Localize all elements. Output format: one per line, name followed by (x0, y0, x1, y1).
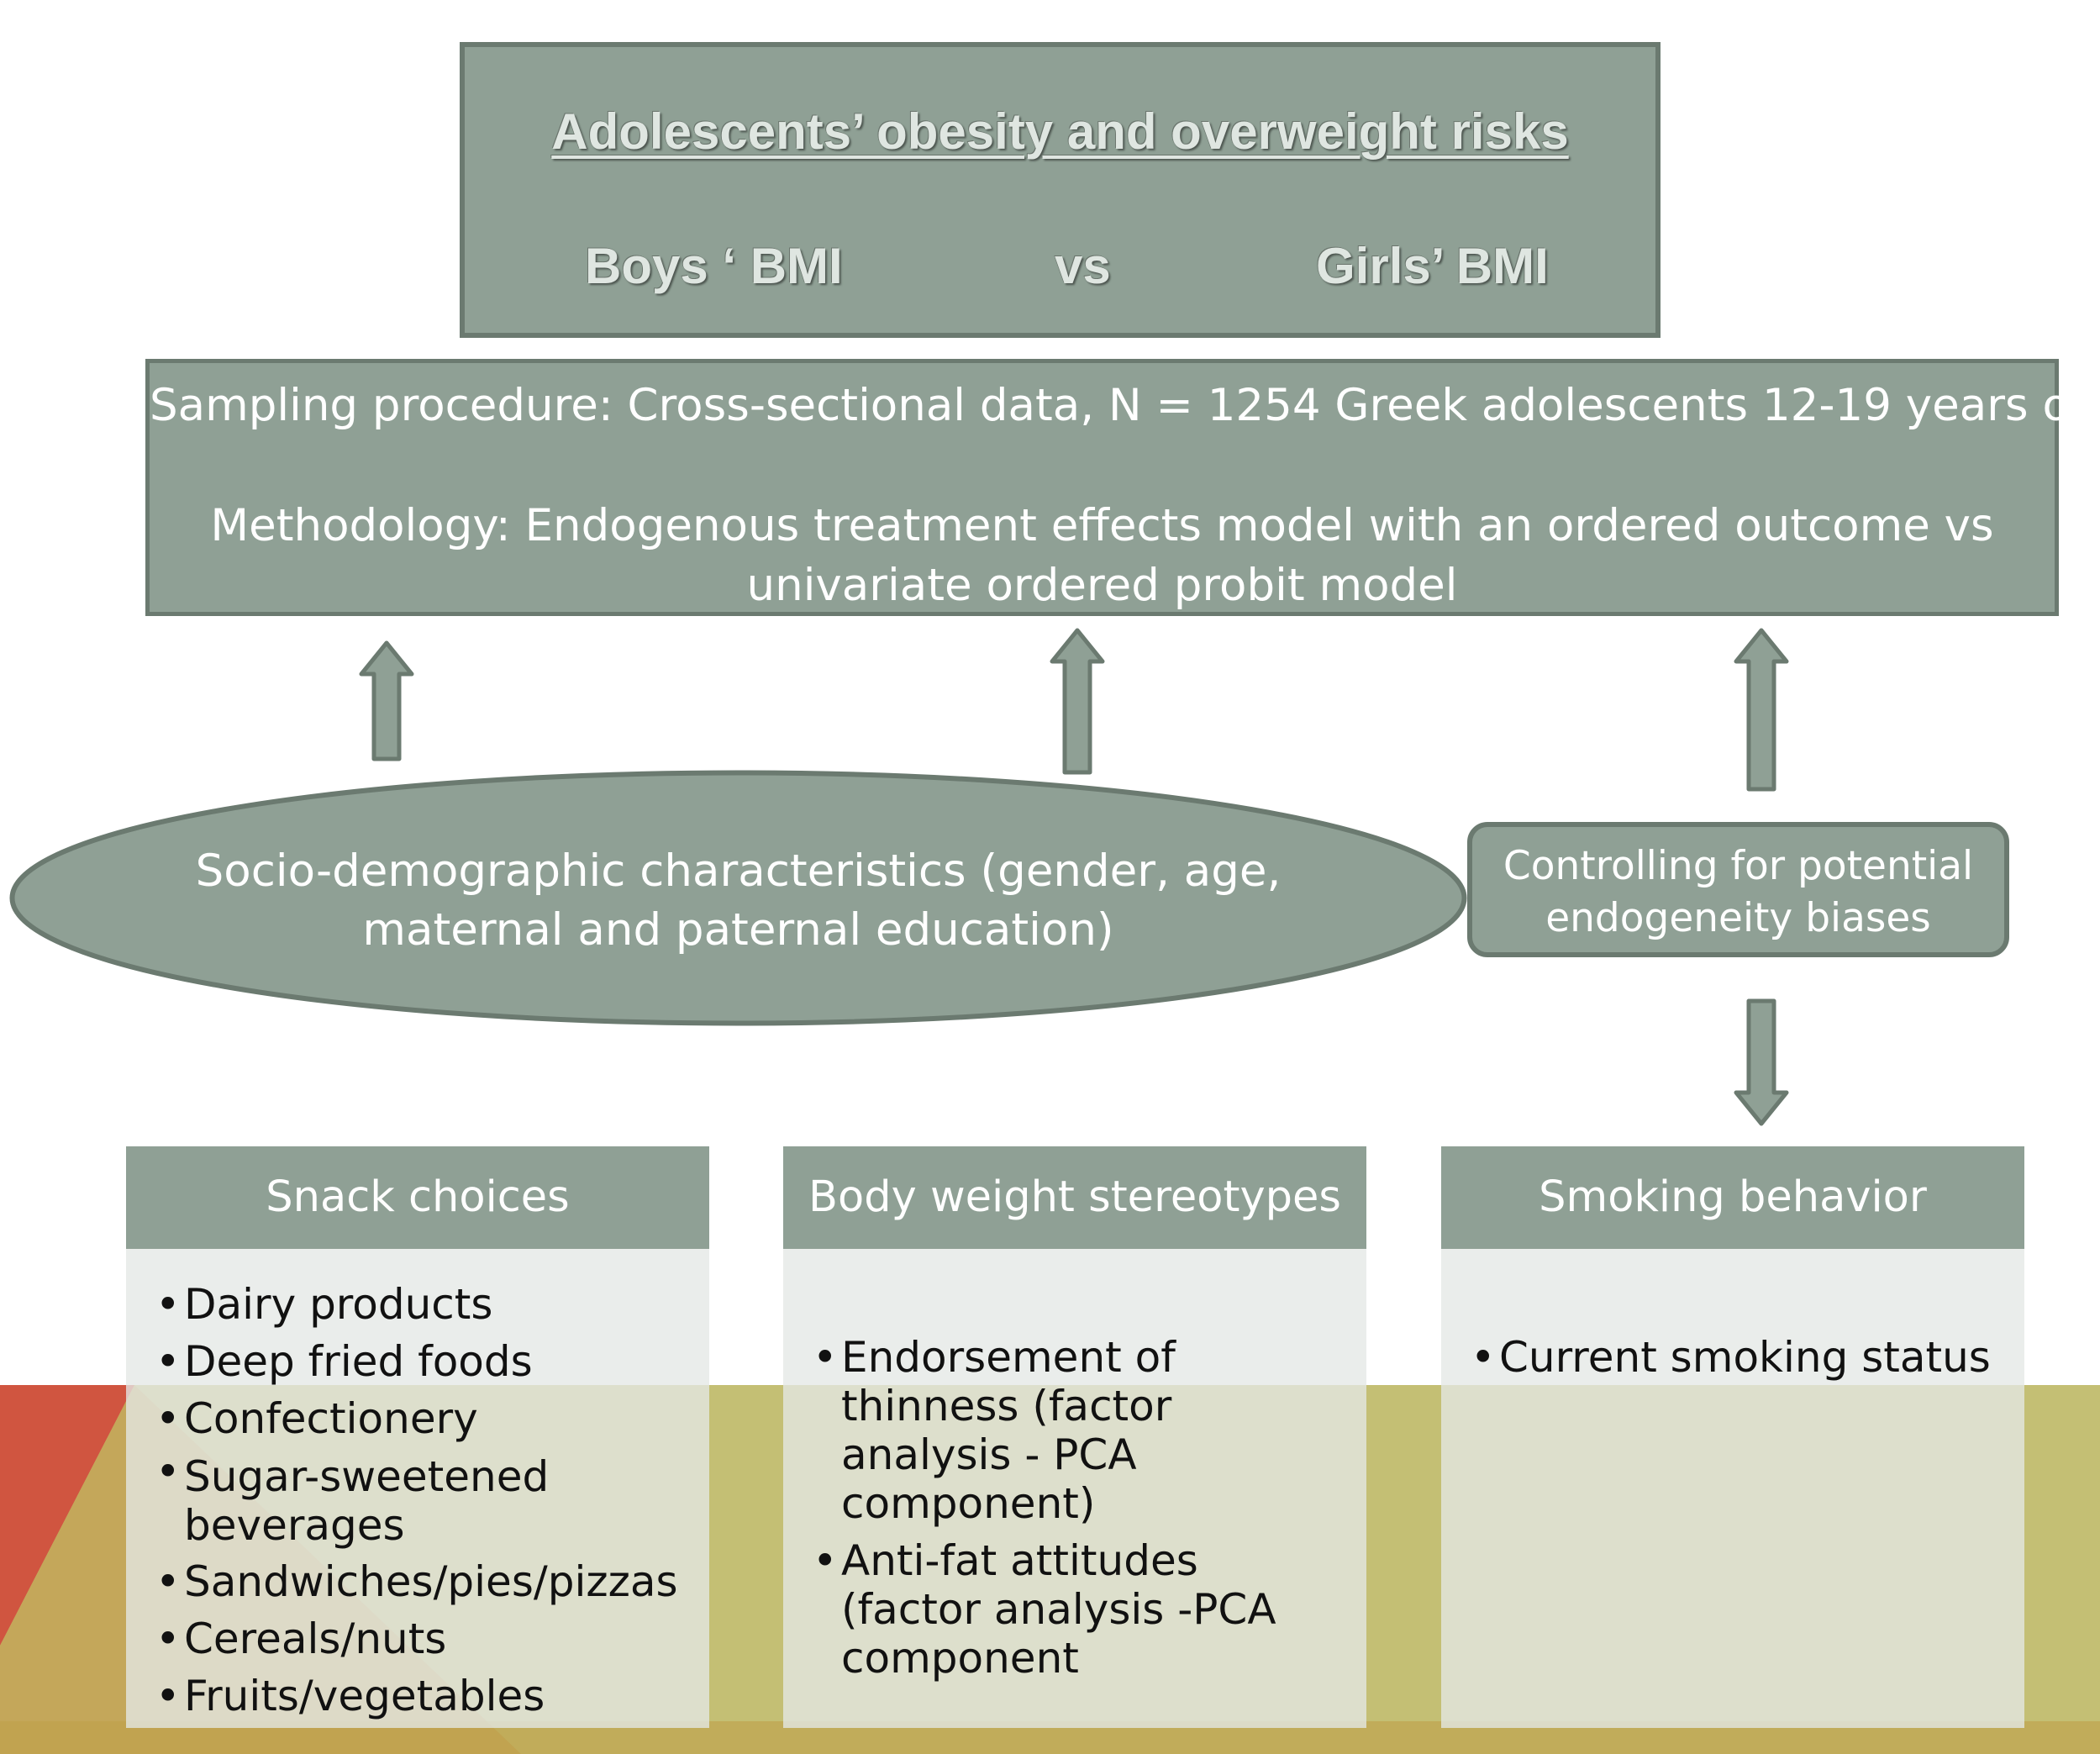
method-box: Sampling procedure: Cross-sectional data… (145, 359, 2100, 616)
socio-demographic-text: Socio-demographic characteristics (gende… (195, 845, 1282, 956)
down-arrow (1734, 998, 1789, 1126)
snack-choices-header: Snack choices (126, 1146, 709, 1249)
smoking-behavior-panel: Current smoking status (1441, 1249, 2024, 1728)
snack-choices-panel: Dairy products Deep fried foods Confecti… (126, 1249, 709, 1728)
boys-bmi-label: Boys ‘ BMI (585, 238, 843, 294)
girls-bmi-label: Girls’ BMI (1316, 238, 1549, 294)
up-arrow-right (1734, 628, 1789, 792)
smoking-behavior-header: Smoking behavior (1441, 1146, 2024, 1249)
list-item: Fruits/vegetables (155, 1667, 709, 1725)
list-item: Deep fried foods (155, 1333, 709, 1390)
list-item: Dairy products (155, 1276, 709, 1333)
methodology-text: Methodology: Endogenous treatment effect… (210, 500, 1994, 611)
list-item: Anti-fat attitudes (factor analysis -PCA… (813, 1536, 1350, 1683)
controlling-endogeneity-box: Controlling for potential endogeneity bi… (1467, 822, 2009, 957)
title-box: Adolescents’ obesity and overweight risk… (460, 42, 1661, 338)
sampling-procedure-text: Sampling procedure: Cross-sectional data… (150, 380, 2100, 431)
list-item: Cereals/nuts (155, 1610, 709, 1667)
up-arrow-left (359, 640, 414, 761)
list-item: Current smoking status (1471, 1333, 2008, 1382)
list-item: Endorsement of thinness (factor analysis… (813, 1333, 1350, 1528)
body-weight-stereotypes-header: Body weight stereotypes (783, 1146, 1366, 1249)
list-item: Confectionery (155, 1390, 709, 1447)
body-weight-stereotypes-panel: Endorsement of thinness (factor analysis… (783, 1249, 1366, 1728)
socio-demographic-ellipse: Socio-demographic characteristics (gende… (8, 769, 1468, 1027)
list-item: Sandwiches/pies/pizzas (155, 1553, 709, 1610)
up-arrow-middle (1050, 628, 1105, 775)
diagram-title: Adolescents’ obesity and overweight risk… (551, 103, 1569, 160)
list-item: Sugar-sweetened beverages (155, 1447, 709, 1553)
controlling-text: Controlling for potential endogeneity bi… (1503, 843, 1974, 941)
vs-label: vs (1055, 238, 1111, 294)
